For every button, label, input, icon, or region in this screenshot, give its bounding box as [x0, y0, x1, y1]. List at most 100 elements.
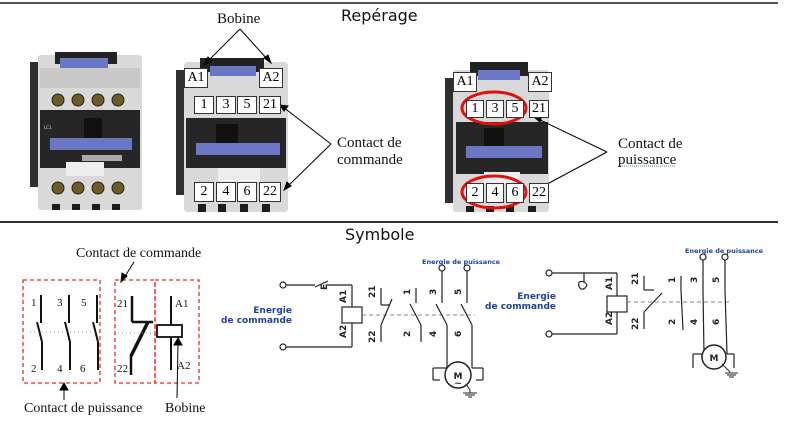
arrow-head-a2	[263, 54, 273, 65]
sym-terminal-5: 5	[81, 297, 87, 309]
highlight-power-top	[460, 90, 528, 126]
motor-label: M	[710, 354, 719, 364]
control-energy-line2: de commande	[221, 316, 292, 326]
section-title-marking: Repérage	[341, 6, 418, 25]
sym-coil-label: Bobine	[165, 401, 206, 416]
aux-21: 21	[631, 272, 641, 285]
power-energy-label: Energie de puissance	[422, 258, 501, 266]
sym-terminal-22: 22	[117, 363, 128, 375]
contactor-1: LC1	[30, 52, 142, 210]
side-rail-left	[30, 62, 40, 187]
arrow-head-21	[278, 104, 289, 112]
control-contact-label-1: Contact de	[337, 135, 402, 151]
tag-4-photo3: 4	[486, 183, 504, 203]
arrow-top	[537, 118, 608, 153]
motor-label: M	[454, 372, 463, 382]
tag-a2-photo3: A2	[528, 72, 552, 92]
coil-arrows	[202, 28, 273, 67]
arrow-head-power	[59, 381, 69, 391]
sym-terminal-3: 3	[57, 297, 63, 309]
bottom-feet	[52, 204, 120, 210]
top-label	[478, 70, 520, 80]
blue-slider	[50, 138, 132, 150]
tag-22-photo3: 22	[529, 183, 549, 203]
actuator	[216, 124, 238, 146]
power-contact-box	[22, 279, 101, 384]
sym-terminal-1: 1	[31, 297, 37, 309]
power-energy-label: Energie de puissance	[685, 247, 764, 255]
pole-3: 3	[690, 277, 700, 283]
tag-6-photo2: 6	[237, 182, 257, 202]
motor-icon	[701, 344, 727, 370]
tag-21-photo2: 21	[259, 96, 281, 114]
aux-21: 21	[368, 285, 378, 298]
aux-contact	[380, 288, 393, 342]
arrow-head-a1	[202, 56, 213, 67]
top-label	[60, 58, 108, 68]
tag-6-photo3: 6	[506, 183, 524, 203]
actuator	[84, 118, 102, 138]
side-rail-left	[176, 70, 186, 195]
pole-5: 5	[712, 277, 722, 283]
blue-slider	[466, 146, 542, 158]
control-contact-symbol	[129, 296, 153, 375]
control-energy-line2: de commande	[485, 302, 556, 312]
tag-3-photo2: 3	[216, 96, 236, 114]
pole-2: 2	[668, 319, 678, 325]
motor-ac-symbol: ~	[454, 379, 462, 389]
coil-label-photo: Bobine	[217, 11, 261, 27]
tag-5-photo3: 5	[506, 100, 524, 118]
tag-21-photo3: 21	[529, 100, 549, 118]
tag-3-photo3: 3	[486, 100, 504, 118]
sym-terminal-a2: A2	[177, 360, 191, 372]
sym-power-contact-label: Contact de puissance	[24, 401, 143, 416]
side-rail-left	[445, 78, 455, 203]
coil-a2: A2	[339, 325, 349, 338]
arrow-a1	[206, 28, 241, 63]
pole-6: 6	[454, 331, 464, 337]
sym-control-contact-label: Contact de commande	[76, 246, 202, 261]
top-terminal-block	[40, 68, 140, 88]
tag-1-photo3: 1	[466, 100, 484, 118]
pole-2: 2	[403, 331, 413, 337]
aux-22: 22	[368, 330, 378, 343]
tag-5-photo2: 5	[237, 96, 257, 114]
arrow-head-coil	[173, 336, 183, 346]
actuator	[484, 128, 504, 150]
switch-e-label: E	[320, 284, 330, 290]
coil-rect	[606, 295, 628, 313]
power-contact-label-1: Contact de	[618, 136, 683, 152]
tag-a2-photo2: A2	[259, 68, 283, 88]
arrow-coil	[176, 342, 179, 399]
model-text: LC1	[44, 125, 52, 130]
arrow-head-22	[283, 181, 292, 192]
motor-icon	[444, 361, 472, 389]
tag-a1-photo2: A1	[184, 68, 208, 88]
bottom-feet	[198, 204, 270, 212]
sym-terminal-a1: A1	[175, 298, 189, 310]
top-rule	[0, 2, 778, 4]
blue-slider	[196, 143, 280, 155]
control-switch-e	[314, 280, 329, 288]
control-contact-arrows	[278, 104, 332, 192]
coil-a1: A1	[605, 277, 615, 290]
bottom-screws	[51, 181, 125, 195]
white-tag	[218, 168, 260, 182]
power-poles	[680, 253, 735, 368]
tag-a1-photo3: A1	[453, 72, 477, 92]
pole-4: 4	[690, 319, 700, 325]
control-input-bottom	[545, 330, 553, 338]
arrow-22	[286, 143, 332, 188]
power-contact-label-2: puissance	[618, 152, 677, 168]
pole-5: 5	[454, 289, 464, 295]
control-input-bottom	[279, 343, 287, 351]
white-tag	[66, 162, 104, 176]
control-energy-line1: Energie	[517, 292, 556, 302]
section-divider	[0, 221, 778, 223]
highlight-power-bottom	[460, 174, 528, 210]
sym-terminal-6: 6	[80, 363, 86, 375]
tag-1-photo2: 1	[194, 96, 214, 114]
power-contacts	[36, 295, 99, 370]
